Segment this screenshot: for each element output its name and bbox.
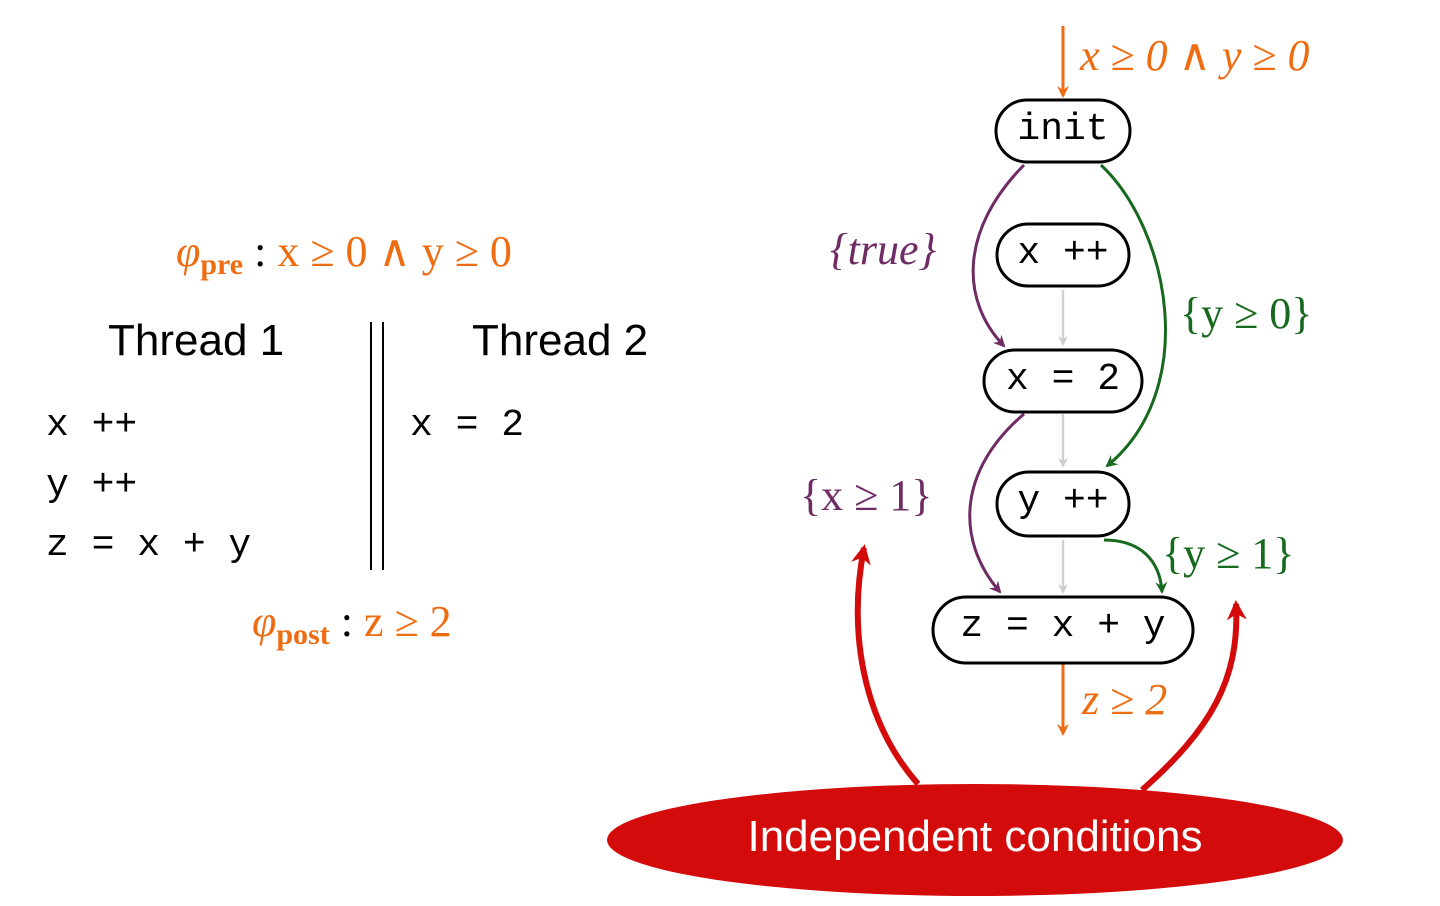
pre-colon: : [254, 227, 267, 276]
cond-y0-label: {y ≥ 0} [1180, 289, 1313, 338]
node-y-inc-label: y ++ [1017, 480, 1109, 523]
purple-edge-x-assign-to-z-assign [968, 412, 1025, 594]
node-x-assign-box [982, 348, 1144, 414]
thread1-title: Thread 1 [108, 316, 285, 365]
cond-x1-label: {x ≥ 1} [800, 471, 933, 520]
phi-symbol-post: φ [252, 597, 277, 646]
node-y-inc-box [995, 470, 1131, 538]
thread1-line-2: y ++ [46, 464, 138, 507]
independent-conditions-label: Independent conditions [747, 812, 1203, 861]
post-formula: z ≥ 2 [363, 597, 452, 646]
thread1-line-1: x ++ [46, 404, 138, 447]
pre-subscript: pre [200, 248, 244, 281]
cond-y1-label: {y ≥ 1} [1162, 529, 1295, 578]
node-init-box [994, 98, 1132, 164]
postcondition: φpost : z ≥ 2 [252, 596, 452, 652]
precondition: φpre : x ≥ 0 ∧ y ≥ 0 [176, 226, 512, 282]
node-x-inc-label: x ++ [1017, 232, 1109, 275]
pre-formula: x ≥ 0 ∧ y ≥ 0 [277, 227, 512, 276]
graph-pre-label: x ≥ 0 ∧ y ≥ 0 [1080, 31, 1310, 80]
cond-true-label: {true} [830, 225, 937, 274]
thread2-title: Thread 2 [472, 316, 649, 365]
thread1-line-3: z = x + y [46, 524, 252, 567]
parallel-separator-2 [382, 322, 384, 570]
post-colon: : [340, 597, 353, 646]
node-x-inc-box [995, 222, 1131, 288]
parallel-separator [370, 322, 372, 570]
green-edge-y-inc-to-z-assign [1103, 538, 1168, 594]
node-z-assign-box [931, 595, 1195, 665]
node-init-label: init [1017, 108, 1109, 151]
node-x-assign-label: x = 2 [1005, 358, 1121, 401]
post-subscript: post [276, 618, 330, 651]
red-arrow-right [1140, 600, 1247, 793]
graph-post-label: z ≥ 2 [1082, 675, 1168, 724]
thread2-line-1: x = 2 [410, 404, 525, 447]
independent-conditions-ellipse [607, 784, 1343, 896]
green-edge-init-to-y-inc [1099, 163, 1167, 468]
red-arrow-left [851, 544, 921, 786]
phi-symbol: φ [176, 227, 201, 276]
node-z-assign-label: z = x + y [960, 605, 1166, 648]
purple-edge-init-to-x-assign [971, 163, 1026, 348]
